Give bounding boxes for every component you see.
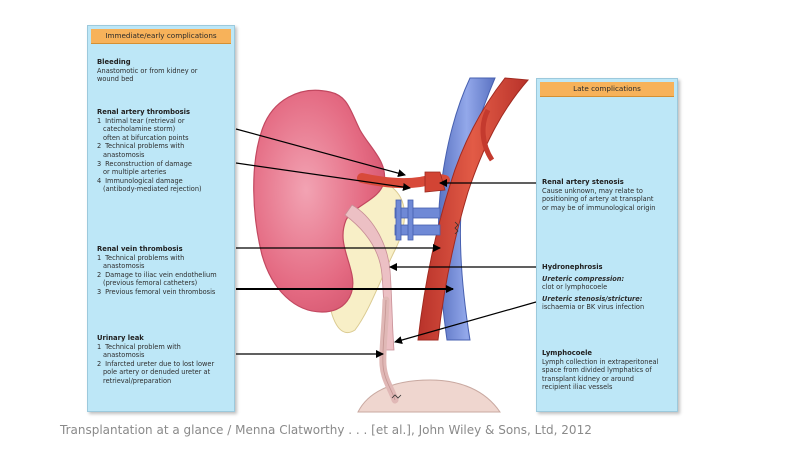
artery-item-3: 3 Reconstruction of damage or multiple a… xyxy=(97,159,192,177)
ureteric-compression-text: clot or lymphocoele xyxy=(542,283,608,292)
hydronephrosis-section: Hydronephrosis Ureteric compression: clo… xyxy=(542,263,673,312)
urinary-item-2: 2 Infarcted ureter due to lost lower pol… xyxy=(97,359,215,385)
renal-artery-stenosis-section: Renal artery stenosis Cause unknown, may… xyxy=(542,178,673,212)
renal-pelvis xyxy=(344,204,395,351)
iliac-artery xyxy=(417,77,530,341)
vein-item-1: 1 Technical problems with anastomosis xyxy=(97,253,185,271)
artery-item-1: 1 Intimal tear (retrieval or catecholami… xyxy=(97,116,189,142)
lymphocoele-section: Lymphocoele Lymph collection in extraper… xyxy=(542,349,673,392)
anastomosis-stitch xyxy=(454,221,459,235)
bleeding-title: Bleeding xyxy=(97,58,131,66)
bleeding-text: Anastomotic or from kidney or wound bed xyxy=(97,66,198,84)
early-complications-header: Immediate/early complications xyxy=(91,29,231,44)
ureteric-stricture-text: ischaemia or BK virus infection xyxy=(542,303,645,312)
renal-artery-thrombosis-title: Renal artery thrombosis xyxy=(97,108,191,116)
renal-artery-thrombosis-section: Renal artery thrombosis 1 Intimal tear (… xyxy=(97,108,230,194)
artery-branch xyxy=(480,108,495,162)
renal-artery-anastomosis xyxy=(424,171,446,193)
late-complications-panel: Late complications Renal artery stenosis… xyxy=(536,78,678,412)
renal-vein-thrombosis-section: Renal vein thrombosis 1 Technical proble… xyxy=(97,245,230,297)
artery-item-4: 4 Immunological damage (antibody-mediate… xyxy=(97,176,202,194)
renal-vein xyxy=(394,199,441,241)
late-complications-header: Late complications xyxy=(540,82,674,97)
urinary-leak-title: Urinary leak xyxy=(97,334,144,342)
ureteric-stricture-title: Ureteric stenosis/stricture: xyxy=(542,294,643,303)
renal-vein-thrombosis-title: Renal vein thrombosis xyxy=(97,245,183,253)
bleeding-section: Bleeding Anastomotic or from kidney or w… xyxy=(97,58,230,84)
lymphocoele-title: Lymphocoele xyxy=(542,349,593,357)
artery-item-2: 2 Technical problems with anastomosis xyxy=(97,142,185,159)
transplant-kidney xyxy=(253,89,386,313)
ureter-stitch xyxy=(391,394,402,399)
ureteric-compression-title: Ureteric compression: xyxy=(542,274,625,283)
urinary-item-1: 1 Technical problem with anastomosis xyxy=(97,342,181,360)
vein-item-2: 2 Damage to iliac vein endothelium (prev… xyxy=(97,270,217,288)
vein-item-3: 3 Previous femoral vein thrombosis xyxy=(97,287,216,296)
callout-arrows xyxy=(235,128,537,358)
ureter-outline xyxy=(382,299,396,401)
renal-artery-stenosis-title: Renal artery stenosis xyxy=(542,178,624,186)
early-complications-panel: Immediate/early complications Bleeding A… xyxy=(87,25,235,412)
bladder xyxy=(357,379,501,413)
source-caption: Transplantation at a glance / Menna Clat… xyxy=(60,423,592,437)
urinary-leak-section: Urinary leak 1 Technical problem with an… xyxy=(97,334,230,386)
hydronephrosis-title: Hydronephrosis xyxy=(542,263,603,271)
